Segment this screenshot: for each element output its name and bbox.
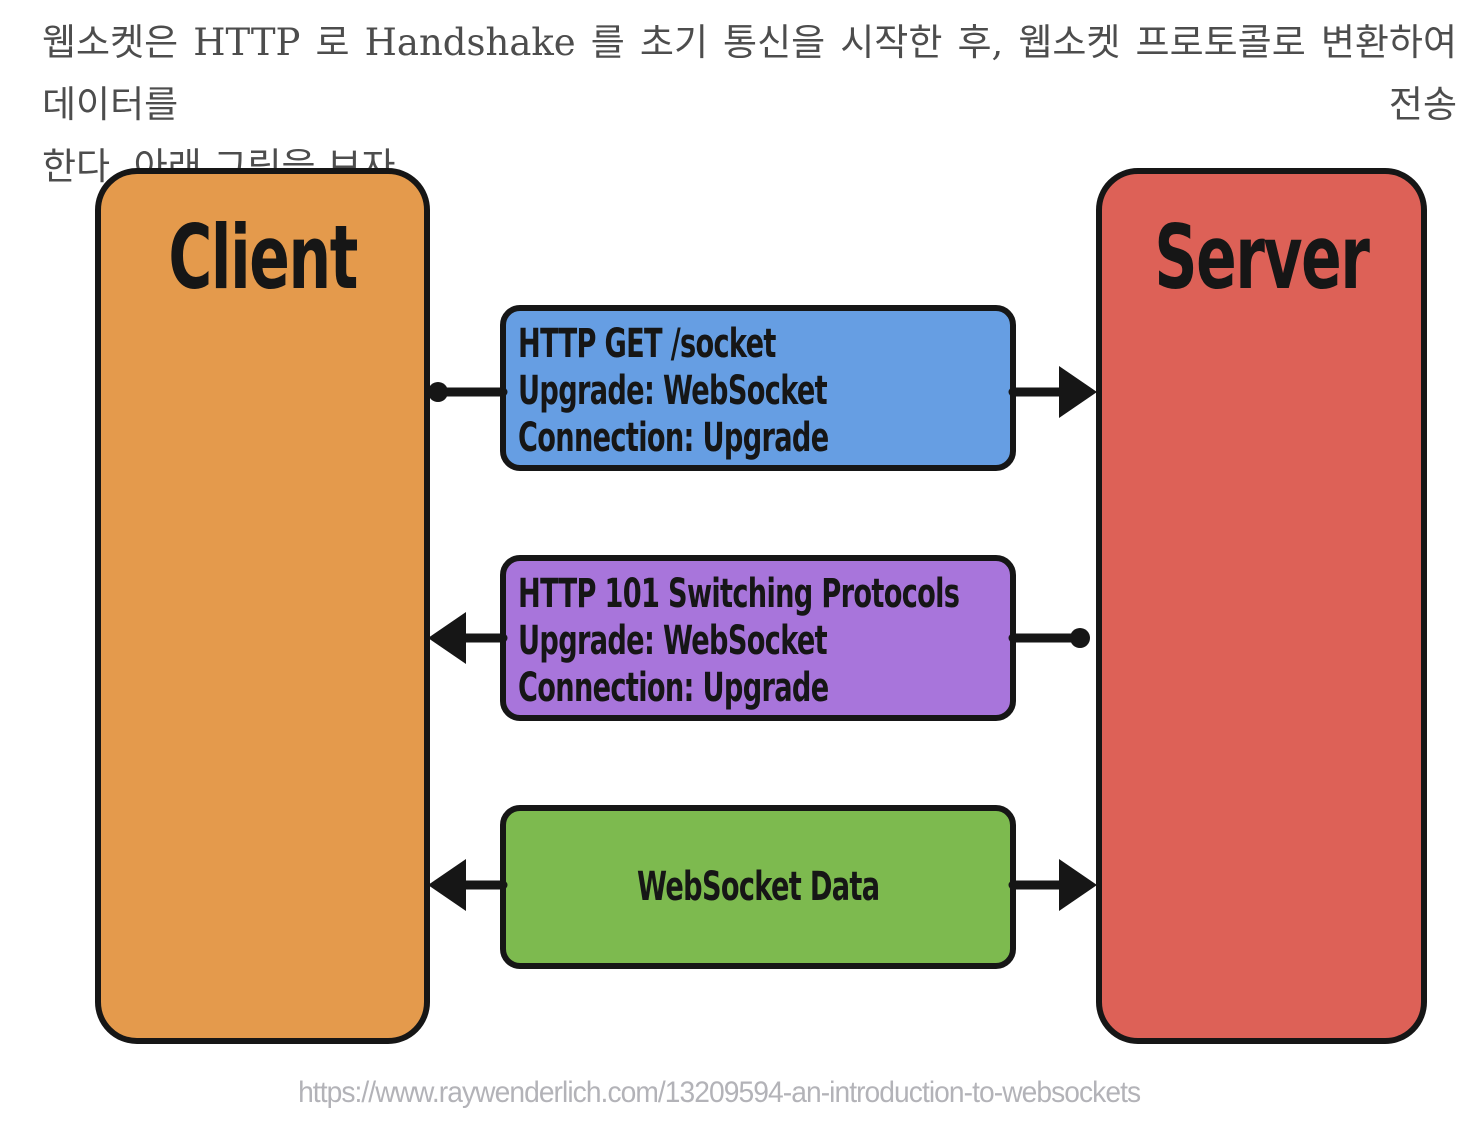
intro-paragraph: 웹소켓은 HTTP 로 Handshake 를 초기 통신을 시작한 후, 웹소… — [42, 12, 1457, 198]
server-box: Server — [1096, 168, 1427, 1044]
source-url-caption: https://www.raywenderlich.com/13209594-a… — [298, 1076, 1141, 1109]
message-line: WebSocket Data — [636, 864, 880, 910]
message-box-http-101-response: HTTP 101 Switching Protocols Upgrade: We… — [500, 555, 1016, 721]
arrowhead-right-icon — [1059, 366, 1097, 418]
message-line: Connection: Upgrade — [518, 665, 829, 711]
intro-line-1: 웹소켓은 HTTP 로 Handshake 를 초기 통신을 시작한 후, 웹소… — [42, 21, 1457, 126]
message-line: Connection: Upgrade — [518, 415, 829, 461]
message-box-websocket-data: WebSocket Data — [500, 805, 1016, 969]
client-label: Client — [168, 206, 358, 309]
message-line: HTTP 101 Switching Protocols — [518, 571, 960, 617]
client-box: Client — [95, 168, 430, 1044]
arrowhead-right-icon — [1059, 859, 1097, 911]
connector-tail-dot — [428, 382, 448, 402]
arrowhead-left-icon — [428, 612, 466, 664]
server-label: Server — [1154, 206, 1369, 309]
message-box-http-get-request: HTTP GET /socket Upgrade: WebSocket Conn… — [500, 305, 1016, 471]
connector-tail-dot — [1070, 628, 1090, 648]
arrowhead-left-icon — [428, 859, 466, 911]
message-line: Upgrade: WebSocket — [518, 368, 828, 414]
message-line: Upgrade: WebSocket — [518, 618, 828, 664]
message-line: HTTP GET /socket — [518, 321, 776, 367]
